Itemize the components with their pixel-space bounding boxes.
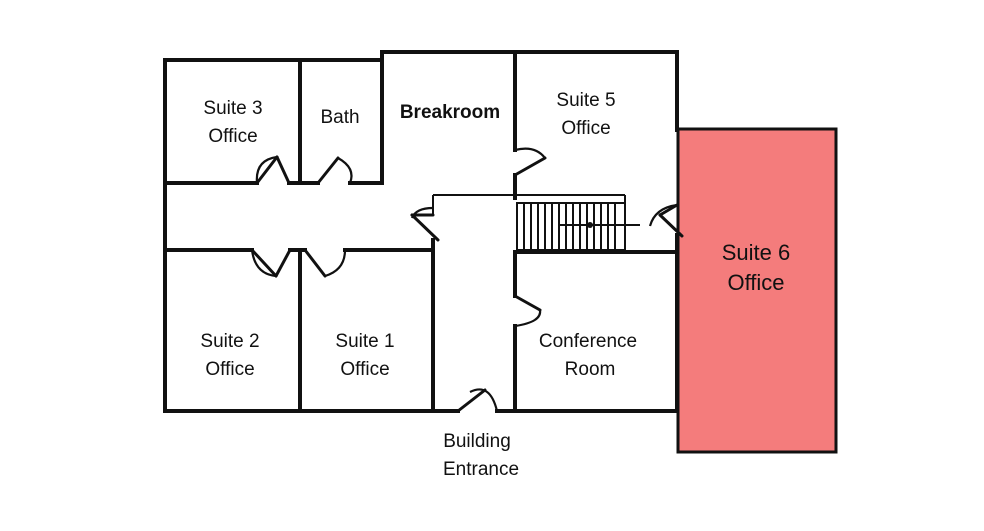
door-suite-6[interactable] (648, 203, 684, 238)
suite-5-label-line1: Suite 5 (556, 90, 615, 111)
door-suite-3[interactable] (255, 155, 291, 185)
suite-3-label-line1: Suite 3 (203, 98, 262, 119)
suite-6-highlight[interactable] (676, 127, 838, 454)
entrance-label-line1: Building (443, 431, 511, 452)
breakroom-label: Breakroom (400, 102, 500, 123)
door-bath[interactable] (316, 156, 353, 185)
suite-2-label-line2: Office (205, 359, 254, 380)
suite-6-label-line1: Suite 6 (722, 240, 791, 265)
conference-label-line1: Conference (539, 331, 637, 352)
door-suite-2[interactable] (250, 248, 292, 278)
suite-3-label-line2: Office (208, 126, 257, 147)
suite-6-label-line2: Office (727, 270, 784, 295)
suite-1-label-line2: Office (340, 359, 389, 380)
stairs (516, 202, 640, 251)
interior-walls (163, 50, 679, 413)
door-suite-1[interactable] (303, 248, 347, 278)
suite-2-label-line1: Suite 2 (200, 331, 259, 352)
suite-1-label-line1: Suite 1 (335, 331, 394, 352)
door-suite-5[interactable] (513, 147, 547, 177)
door-building-entrance[interactable] (456, 388, 499, 413)
door-conference[interactable] (513, 294, 542, 328)
entrance-label-line2: Entrance (443, 459, 519, 480)
bath-label: Bath (320, 107, 359, 128)
outer-walls (163, 50, 679, 413)
door-breakroom[interactable] (410, 206, 440, 242)
conference-label-line2: Room (565, 359, 616, 380)
suite-5-label-line2: Office (561, 118, 610, 139)
